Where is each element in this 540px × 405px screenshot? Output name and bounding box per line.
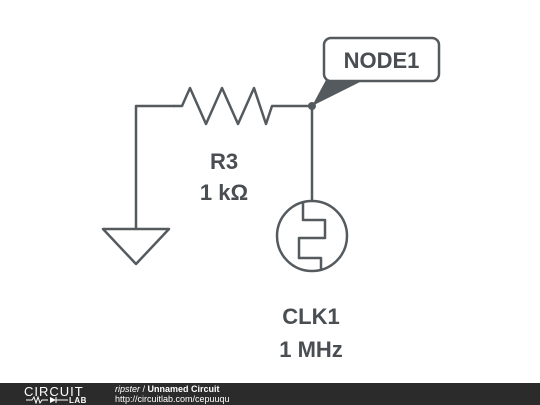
clock-name-label: CLK1 bbox=[282, 304, 339, 329]
resistor-name-label: R3 bbox=[210, 149, 238, 174]
logo-waveform-icon bbox=[26, 396, 68, 404]
author-link[interactable]: ripster bbox=[115, 384, 141, 394]
node-label-text: NODE1 bbox=[344, 48, 420, 73]
resistor-value-label: 1 kΩ bbox=[200, 180, 248, 205]
circuit-url[interactable]: http://circuitlab.com/cepuuqu bbox=[115, 394, 230, 404]
clock-source-clk1[interactable] bbox=[275, 199, 349, 273]
logo-lab-text: LAB bbox=[69, 396, 87, 405]
ground-symbol[interactable] bbox=[101, 104, 176, 266]
footer-info: ripster / Unnamed Circuit http://circuit… bbox=[115, 384, 230, 404]
footer-bar: CIRCUIT LAB ripster / Unnamed Circuit ht… bbox=[0, 383, 540, 405]
breadcrumb-separator: / bbox=[140, 384, 148, 394]
clock-value-label: 1 MHz bbox=[279, 337, 343, 362]
logo-circuit-text: CIRCUIT bbox=[24, 384, 84, 399]
resistor-r3[interactable] bbox=[172, 86, 314, 126]
circuit-title: Unnamed Circuit bbox=[147, 384, 220, 394]
node-label-callout[interactable]: NODE1 bbox=[312, 36, 441, 106]
schematic-canvas: R3 1 kΩ NODE1 CLK1 1 MHz bbox=[101, 36, 441, 362]
square-wave-icon bbox=[297, 201, 327, 260]
